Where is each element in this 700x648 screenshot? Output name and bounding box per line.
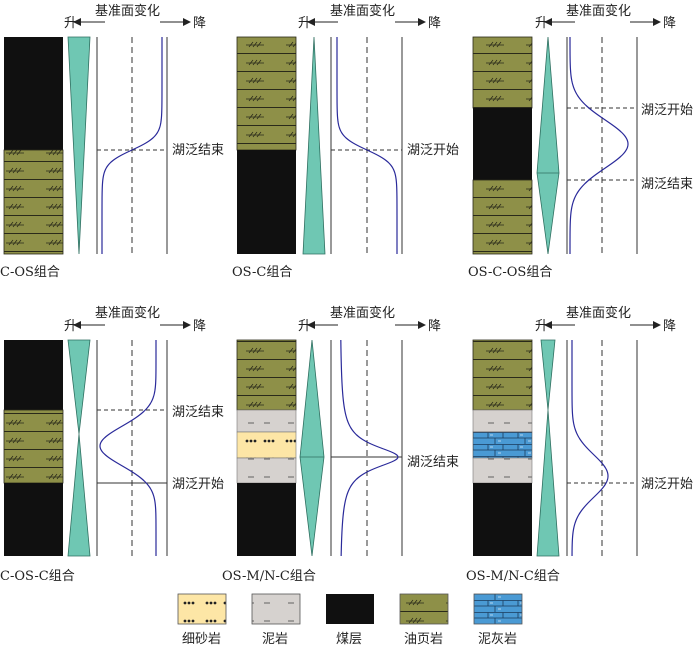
baselevel-curve [569, 37, 629, 254]
marl-layer [472, 431, 533, 459]
panel-name: OS-C-OS组合 [468, 265, 552, 280]
panel-os-c: 基准面变化 升 降 湖泛开始 OS-C组合 [232, 3, 459, 280]
fine-sandstone-layer [236, 431, 297, 459]
legend-label: 油页岩 [404, 632, 443, 647]
oil-shale-layer [3, 409, 64, 484]
oil-shale-layer [472, 36, 533, 109]
lake-start-label: 湖泛开始 [407, 143, 459, 158]
fall-label: 降 [428, 319, 441, 334]
rise-label: 升 [535, 319, 548, 334]
legend: 细砂岩 泥岩 煤层 油页岩 泥灰岩 [177, 593, 523, 647]
oil-shale-layer [236, 36, 297, 151]
baselevel-title: 基准面变化 [95, 305, 160, 321]
rise-label: 升 [298, 319, 311, 334]
baselevel-triangle-upper [540, 339, 556, 411]
oil-shale-layer [472, 179, 533, 255]
oil-shale-layer [236, 339, 297, 411]
rise-label: 升 [64, 319, 77, 334]
panel-os-mn-c-sand: 基准面变化 升 降 湖泛结束 OS-M/N-C组合 [222, 305, 459, 584]
panel-name: OS-M/N-C组合 [466, 569, 560, 584]
lake-end-label: 湖泛结束 [172, 405, 224, 420]
mudstone-layer [472, 409, 533, 433]
baselevel-triangle-lower [536, 409, 560, 557]
fall-label: 降 [428, 16, 441, 31]
fall-label: 降 [663, 319, 676, 334]
oil-shale-layer [3, 149, 64, 255]
legend-item-marl: 泥灰岩 [473, 593, 523, 647]
panel-name: OS-C组合 [232, 265, 292, 280]
legend-item-coal: 煤层 [326, 594, 374, 647]
lake-end-label: 湖泛结束 [407, 455, 459, 470]
coal-layer [237, 150, 296, 254]
baselevel-triangle [67, 36, 91, 255]
baselevel-title: 基准面变化 [95, 3, 160, 19]
mudstone-swatch [251, 593, 301, 625]
rise-label: 升 [64, 16, 77, 31]
baselevel-curve [101, 37, 163, 254]
legend-label: 细砂岩 [182, 632, 221, 647]
oil-shale-layer [472, 339, 533, 411]
lake-end-label: 湖泛结束 [641, 177, 693, 192]
coal-layer [237, 483, 296, 556]
baselevel-title: 基准面变化 [330, 305, 395, 321]
baselevel-title: 基准面变化 [330, 3, 395, 19]
coal-layer [4, 340, 63, 410]
baselevel-curve [340, 339, 399, 557]
lake-start-label: 湖泛开始 [641, 477, 693, 492]
coal-swatch [326, 594, 374, 624]
rise-label: 升 [535, 16, 548, 31]
coal-layer [473, 483, 532, 556]
panel-os-mn-c-marl: 基准面变化 升 降 湖泛开始 OS-M/N-C组合 [466, 305, 693, 584]
coal-layer [473, 108, 532, 180]
baselevel-diamond [536, 36, 560, 255]
rise-label: 升 [298, 16, 311, 31]
panel-os-c-os: 基准面变化 升 降 湖泛开始 湖泛结束 OS-C-OS组合 [468, 3, 693, 280]
coal-layer [4, 483, 63, 556]
baselevel-diamond [299, 339, 325, 557]
fine-sandstone-swatch [177, 593, 227, 625]
legend-label: 泥灰岩 [478, 632, 517, 647]
oil-shale-swatch [399, 593, 449, 625]
lake-start-label: 湖泛开始 [641, 103, 693, 118]
fall-label: 降 [193, 16, 206, 31]
coal-layer [4, 37, 63, 150]
lake-end-label: 湖泛结束 [172, 143, 224, 158]
marl-swatch [473, 593, 523, 625]
panel-c-os: 基准面变化 升 降 湖泛结束 C-OS组合 [0, 3, 224, 280]
baselevel-title: 基准面变化 [566, 3, 631, 19]
legend-label: 煤层 [336, 632, 362, 647]
legend-item-mudstone: 泥岩 [251, 593, 301, 647]
baselevel-triangle [302, 36, 326, 255]
mudstone-layer [472, 457, 533, 484]
fall-label: 降 [663, 16, 676, 31]
legend-item-oil-shale: 油页岩 [399, 593, 449, 647]
lake-start-label: 湖泛开始 [172, 477, 224, 492]
baselevel-curve [99, 340, 157, 556]
baselevel-curve [571, 340, 609, 557]
panel-name: C-OS-C组合 [0, 569, 75, 584]
baselevel-title: 基准面变化 [566, 305, 631, 321]
baselevel-triangle-lower [67, 433, 91, 557]
panel-name: OS-M/N-C组合 [222, 569, 316, 584]
panel-c-os-c: 基准面变化 升 降 湖泛结束 湖泛开始 C-OS-C组合 [0, 305, 224, 584]
panel-name: C-OS组合 [0, 265, 60, 280]
legend-item-fine-sandstone: 细砂岩 [177, 593, 227, 647]
baselevel-curve [336, 37, 398, 254]
mudstone-layer [236, 409, 297, 433]
baselevel-triangle-upper [67, 339, 91, 435]
fall-label: 降 [193, 319, 206, 334]
legend-label: 泥岩 [262, 632, 288, 647]
mudstone-layer [236, 457, 297, 484]
